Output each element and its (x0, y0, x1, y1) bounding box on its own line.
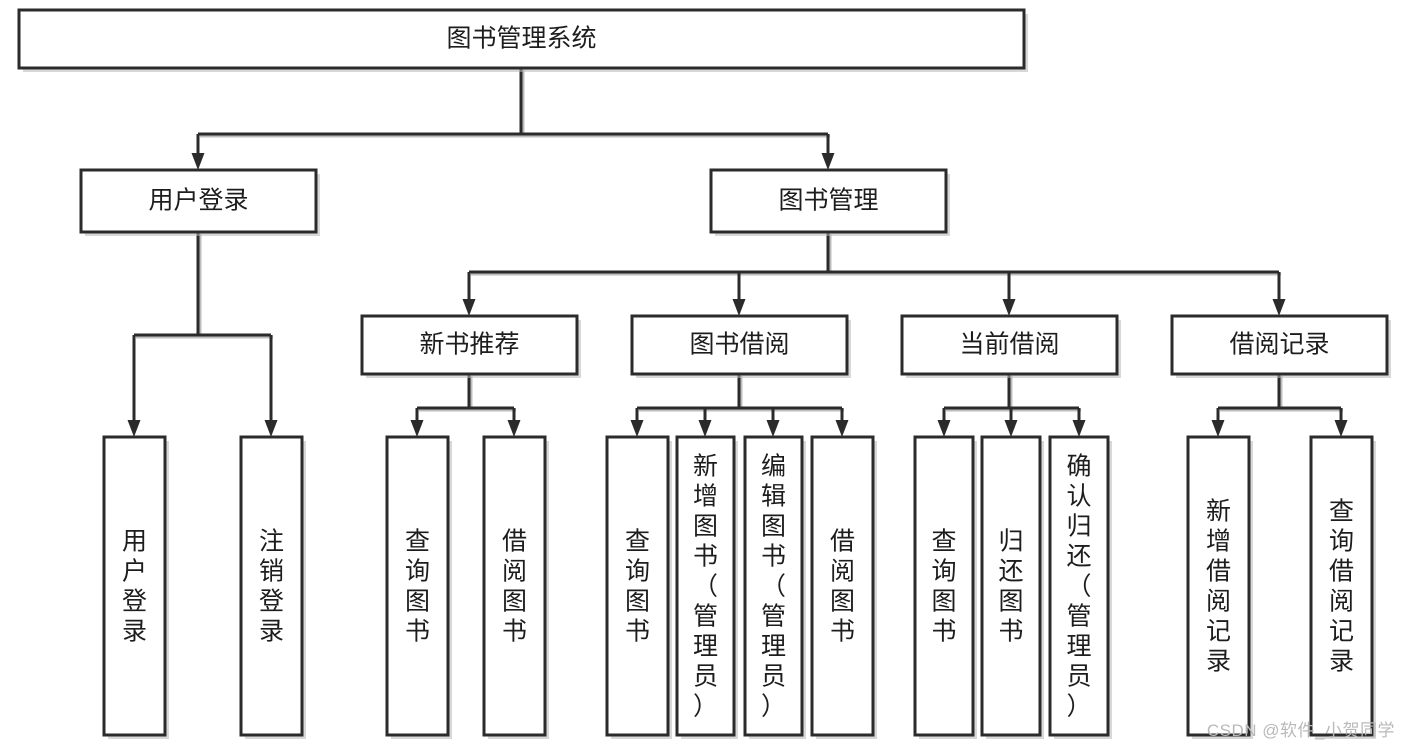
node-box[interactable] (630, 314, 849, 376)
arrow-head (410, 420, 424, 437)
node-box[interactable] (1048, 435, 1110, 737)
node-leaf-borrow-book-rec[interactable]: 借阅图书 (482, 435, 549, 739)
node-box[interactable] (239, 435, 304, 737)
node-label: 新增借阅记录 (1206, 497, 1231, 675)
connector-shadow (946, 376, 1081, 412)
node-box[interactable] (102, 435, 167, 737)
connector-shadow (136, 234, 273, 339)
arrow-head (835, 420, 849, 437)
node-new-book-rec[interactable]: 新书推荐 (360, 314, 581, 378)
node-box[interactable] (360, 314, 579, 376)
connector-group (462, 232, 1286, 316)
node-book-manage[interactable]: 图书管理 (709, 168, 950, 236)
node-box[interactable] (900, 314, 1119, 376)
connector-shadow (200, 70, 830, 138)
node-box[interactable] (709, 168, 948, 234)
node-box[interactable] (1170, 314, 1389, 376)
node-box[interactable] (385, 435, 450, 737)
node-box[interactable] (1309, 435, 1374, 737)
node-leaf-query-book-current[interactable]: 查询图书 (913, 435, 977, 739)
connector-group (1211, 374, 1348, 437)
node-leaf-user-logout[interactable]: 注销登录 (239, 435, 306, 739)
arrow-head (937, 420, 951, 437)
arrow-head (821, 153, 835, 170)
node-label: 查询图书 (405, 527, 430, 645)
node-leaf-add-borrow-record[interactable]: 新增借阅记录 (1186, 435, 1253, 739)
connector-layer (127, 68, 1348, 437)
connector-group (127, 232, 278, 437)
node-label: 图书管理 (778, 187, 878, 215)
node-layer: 图书管理系统用户登录图书管理新书推荐图书借阅当前借阅借阅记录用户登录注销登录查询… (17, 8, 1391, 739)
arrow-head (1004, 420, 1018, 437)
arrow-head (462, 299, 476, 316)
arrow-head (698, 420, 712, 437)
node-label: 借阅记录 (1229, 331, 1329, 359)
node-leaf-borrow-book[interactable]: 借阅图书 (810, 435, 877, 739)
node-box[interactable] (913, 435, 975, 737)
node-box[interactable] (743, 435, 804, 737)
arrow-head (1002, 299, 1016, 316)
node-book-borrow[interactable]: 图书借阅 (630, 314, 851, 378)
connector-group (191, 68, 835, 170)
arrow-head (127, 420, 141, 437)
node-label: 确认归还（管理员） (1066, 452, 1091, 720)
node-label: 新书推荐 (419, 331, 519, 359)
connector-shadow (419, 376, 516, 412)
node-box[interactable] (675, 435, 736, 737)
node-user-login[interactable]: 用户登录 (79, 168, 320, 236)
node-label: 编辑图书（管理员） (761, 452, 786, 720)
node-label: 用户登录 (122, 527, 147, 645)
node-current-borrow[interactable]: 当前借阅 (900, 314, 1121, 378)
node-leaf-user-login[interactable]: 用户登录 (102, 435, 169, 739)
node-label: 借阅图书 (502, 527, 527, 645)
arrow-head (1272, 299, 1286, 316)
node-label: 归还图书 (998, 527, 1023, 645)
node-leaf-return-book[interactable]: 归还图书 (980, 435, 1044, 739)
node-box[interactable] (482, 435, 547, 737)
connector-shadow (1220, 376, 1343, 412)
arrow-head (1334, 420, 1348, 437)
arrow-head (264, 420, 278, 437)
arrow-head (630, 420, 644, 437)
node-label: 查询借阅记录 (1329, 497, 1354, 675)
arrow-head (507, 420, 521, 437)
connector-shadow (639, 376, 844, 412)
connector-group (410, 374, 521, 437)
arrow-head (1211, 420, 1225, 437)
node-leaf-query-book-rec[interactable]: 查询图书 (385, 435, 452, 739)
node-box[interactable] (605, 435, 670, 737)
connector-group (630, 374, 849, 437)
node-box[interactable] (980, 435, 1042, 737)
connector-shadow (471, 234, 1281, 276)
node-root[interactable]: 图书管理系统 (17, 8, 1028, 72)
node-box[interactable] (17, 8, 1026, 70)
arrow-head (1072, 420, 1086, 437)
node-label: 用户登录 (148, 187, 248, 215)
node-label: 新增图书（管理员） (693, 452, 718, 720)
arrow-head (732, 299, 746, 316)
node-leaf-query-book-borrow[interactable]: 查询图书 (605, 435, 672, 739)
node-label: 借阅图书 (830, 527, 855, 645)
node-label: 注销登录 (259, 527, 284, 645)
node-box[interactable] (79, 168, 318, 234)
node-borrow-record[interactable]: 借阅记录 (1170, 314, 1391, 378)
watermark-text: CSDN @软件_小贺同学 (1206, 721, 1395, 740)
arrow-head (766, 420, 780, 437)
node-leaf-confirm-return[interactable]: 确认归还（管理员） (1048, 435, 1112, 739)
node-leaf-query-borrow-record[interactable]: 查询借阅记录 (1309, 435, 1376, 739)
connector-group (937, 374, 1086, 437)
arrow-head (191, 153, 205, 170)
node-leaf-edit-book[interactable]: 编辑图书（管理员） (743, 435, 806, 739)
node-leaf-add-book[interactable]: 新增图书（管理员） (675, 435, 738, 739)
node-label: 查询图书 (625, 527, 650, 645)
node-box[interactable] (810, 435, 875, 737)
node-label: 图书管理系统 (446, 25, 596, 53)
node-label: 当前借阅 (959, 331, 1059, 359)
node-box[interactable] (1186, 435, 1251, 737)
node-label: 查询图书 (931, 527, 956, 645)
node-label: 图书借阅 (689, 331, 789, 359)
